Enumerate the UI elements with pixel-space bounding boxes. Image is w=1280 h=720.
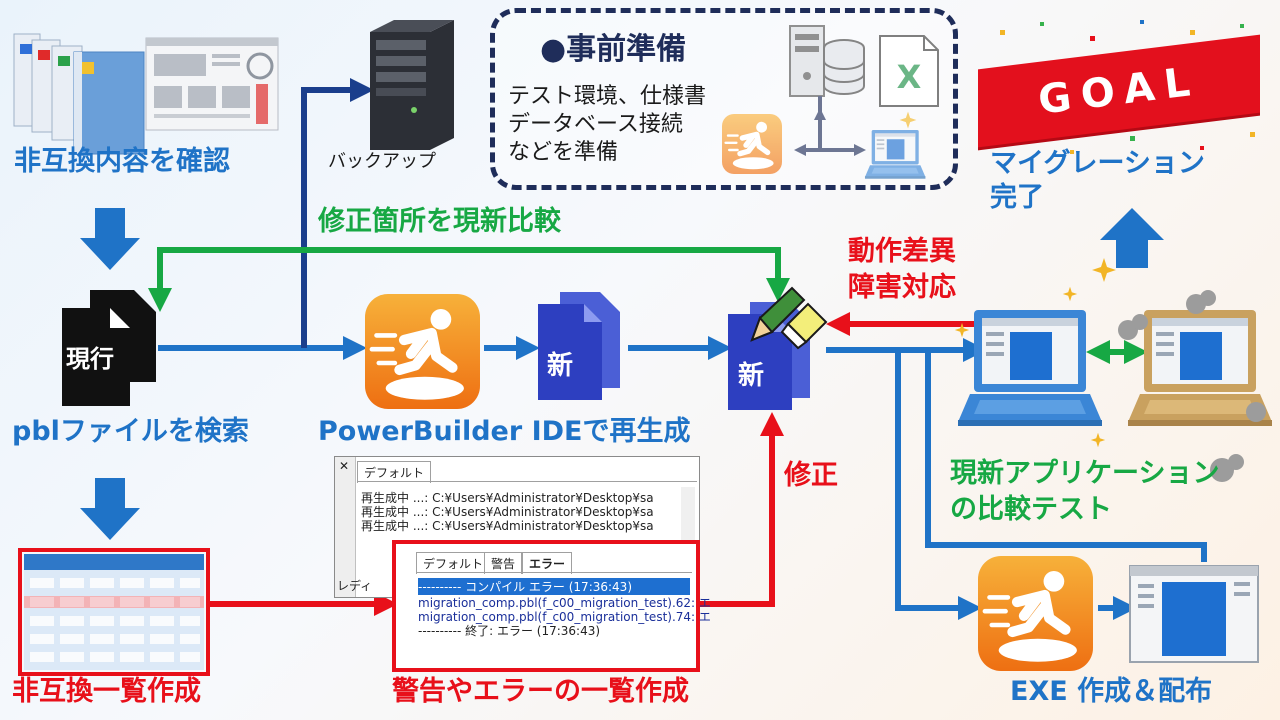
window-icon	[1129, 565, 1259, 663]
spreadsheet-icon	[18, 548, 210, 676]
connector-arrow-left	[794, 144, 806, 156]
log-line[interactable]: migration_comp.pbl(f_c00_migration_test)…	[418, 610, 711, 624]
log-line[interactable]: migration_comp.pbl(f_c00_migration_test)…	[418, 596, 711, 610]
binder-icon	[13, 33, 145, 155]
label-regenerate: PowerBuilder IDEで再生成	[318, 416, 691, 447]
label-check-incompat: 非互換内容を確認	[14, 146, 230, 177]
arrow-fix	[694, 412, 784, 607]
label-compare-test-2: の比較テスト	[950, 494, 1112, 525]
label-backup: バックアップ	[328, 151, 436, 172]
doc-new-edit-badge: 新	[738, 361, 765, 391]
server-icon	[370, 20, 454, 150]
prep-title: ●事前準備	[540, 32, 687, 67]
doc-new-badge: 新	[547, 351, 574, 381]
eraser-icon	[780, 302, 828, 350]
connector-arrow-up	[814, 108, 826, 120]
laptop-old-icon	[1128, 310, 1272, 426]
output-window-bottom: デフォルト 警告 エラー ---------- コンパイル エラー (17:36…	[392, 540, 711, 672]
label-fix: 修正	[784, 460, 838, 491]
document-new-icon	[538, 292, 620, 400]
close-icon[interactable]: ✕	[339, 459, 350, 473]
powerbuilder-app-icon	[978, 556, 1093, 671]
pencil-icon	[750, 286, 806, 342]
label-exe-build: EXE 作成＆配布	[1010, 676, 1213, 707]
down-arrow-2	[80, 478, 140, 540]
svg-text:X: X	[897, 58, 922, 96]
sparkle-icon	[1090, 432, 1106, 448]
powerbuilder-app-icon	[365, 294, 480, 409]
up-arrow-goal	[1100, 208, 1164, 268]
prep-line-1: テスト環境、仕様書	[508, 84, 707, 109]
tab-warning[interactable]: 警告	[484, 552, 523, 574]
doc-current-badge: 現行	[66, 345, 114, 373]
scrollbar[interactable]	[681, 487, 695, 543]
label-migration-done-2: 完了	[990, 182, 1044, 213]
sparkle-icon	[1062, 286, 1078, 302]
label-behavior-diff-1: 動作差異	[848, 236, 956, 267]
sparkle-icon	[1092, 258, 1116, 282]
label-pbl-search: pblファイルを検索	[12, 416, 249, 447]
label-behavior-diff-2: 障害対応	[848, 272, 956, 303]
arrow-compare-modified	[148, 247, 790, 312]
label-incompat-list: 非互換一覧作成	[12, 676, 201, 707]
status-text: レディ	[337, 579, 373, 593]
prep-line-2: データベース接続	[508, 112, 683, 137]
document-layout-icon	[145, 37, 279, 131]
tab-default[interactable]: デフォルト	[416, 552, 491, 574]
arrow-window-to-compare	[925, 350, 1207, 562]
connector-arrow-right	[854, 144, 866, 156]
label-compare-modified: 修正箇所を現新比較	[318, 206, 561, 237]
tab-error[interactable]: エラー	[522, 552, 573, 574]
document-current-icon	[62, 290, 156, 406]
database-icon	[823, 39, 865, 95]
tab-default[interactable]: デフォルト	[357, 461, 432, 483]
log-line: 再生成中 ...: C:¥Users¥Administrator¥Desktop…	[361, 519, 654, 533]
prep-line-3: などを準備	[508, 140, 619, 165]
arrow-to-backup	[301, 78, 374, 348]
excel-icon: X	[879, 35, 939, 107]
log-line: 再生成中 ...: C:¥Users¥Administrator¥Desktop…	[361, 505, 654, 519]
prep-box	[490, 8, 958, 190]
arrow-to-exe	[895, 350, 982, 620]
log-line: ---------- 終了: エラー (17:36:43)	[418, 624, 601, 638]
down-arrow-1	[80, 208, 140, 270]
log-line: 再生成中 ...: C:¥Users¥Administrator¥Desktop…	[361, 491, 654, 505]
label-warning-list: 警告やエラーの一覧作成	[392, 676, 689, 707]
label-migration-done-1: マイグレーション	[990, 148, 1205, 179]
server-icon	[789, 25, 825, 97]
laptop-icon	[958, 310, 1102, 426]
log-line-selected[interactable]: ---------- コンパイル エラー (17:36:43)	[418, 578, 690, 595]
label-compare-test-1: 現新アプリケーション	[950, 458, 1220, 489]
dust-cloud-decoration	[1118, 290, 1266, 482]
